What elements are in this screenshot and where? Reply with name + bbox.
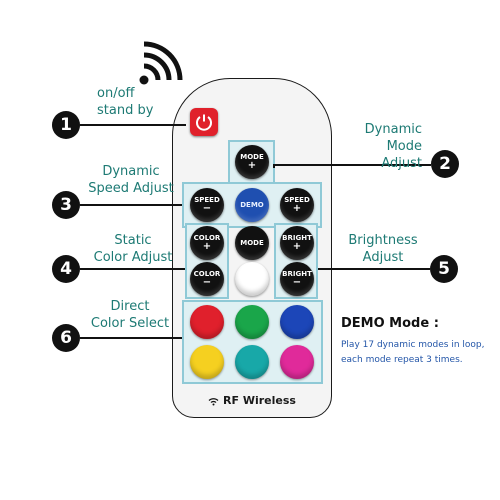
callout-label-6: Direct Color Select: [80, 298, 180, 332]
red-color-button[interactable]: [190, 305, 224, 339]
white-color-button[interactable]: [235, 262, 269, 296]
callout-line-5: [318, 268, 430, 270]
button-label: BRIGHT: [282, 234, 312, 242]
label-line: Dynamic: [364, 122, 422, 137]
green-color-button[interactable]: [235, 305, 269, 339]
button-symbol: +: [292, 203, 302, 214]
button-label: SPEED: [194, 196, 220, 204]
label-line: Color Select: [90, 316, 170, 331]
color-plus-button[interactable]: COLOR +: [190, 226, 224, 260]
mode-plus-button[interactable]: MODE +: [235, 145, 269, 179]
label-line: Static: [114, 233, 152, 248]
demo-mode-title: DEMO Mode :: [341, 316, 439, 331]
teal-color-button[interactable]: [235, 345, 269, 379]
callout-badge-5: 5: [430, 255, 458, 283]
label-line: Mode Adjust: [381, 139, 422, 171]
button-symbol: +: [292, 241, 302, 252]
demo-button[interactable]: DEMO: [235, 188, 269, 222]
label-line: Dynamic: [102, 164, 160, 179]
wifi-signal-icon: [139, 41, 183, 85]
button-label: BRIGHT: [282, 270, 312, 278]
callout-label-2: Dynamic Mode Adjust: [342, 121, 422, 172]
callout-line-3: [80, 204, 182, 206]
power-button[interactable]: [190, 108, 218, 136]
desc-line: each mode repeat 3 times.: [341, 355, 463, 365]
callout-badge-3: 3: [52, 191, 80, 219]
callout-label-4: Static Color Adjust: [80, 232, 186, 266]
button-symbol: +: [202, 241, 212, 252]
callout-vline-2: [273, 164, 275, 168]
label-line: Brightness: [348, 233, 418, 248]
magenta-color-button[interactable]: [280, 345, 314, 379]
desc-line: Play 17 dynamic modes in loop,: [341, 340, 485, 350]
button-label: COLOR: [193, 234, 221, 242]
button-label: COLOR: [193, 270, 221, 278]
mode-button[interactable]: MODE: [235, 226, 269, 260]
button-symbol: +: [247, 160, 257, 171]
callout-line-6: [80, 337, 182, 339]
button-symbol: −: [202, 203, 212, 214]
button-label: MODE: [240, 239, 264, 247]
label-line: Color Adjust: [93, 250, 173, 265]
label-line: Direct: [110, 299, 150, 314]
wifi-icon: [208, 397, 219, 405]
button-label: MODE: [240, 153, 264, 161]
callout-line-1: [80, 124, 186, 126]
label-line: on/off: [97, 86, 135, 101]
callout-line-4: [80, 268, 185, 270]
blue-color-button[interactable]: [280, 305, 314, 339]
rf-wireless-text: RF Wireless: [223, 394, 296, 407]
button-symbol: −: [292, 277, 302, 288]
callout-badge-1: 1: [52, 111, 80, 139]
button-label: SPEED: [284, 196, 310, 204]
speed-minus-button[interactable]: SPEED −: [190, 188, 224, 222]
label-line: Speed Adjust: [88, 181, 174, 196]
button-symbol: −: [202, 277, 212, 288]
button-label: DEMO: [240, 201, 264, 209]
demo-mode-description: Play 17 dynamic modes in loop, each mode…: [341, 338, 500, 368]
speed-plus-button[interactable]: SPEED +: [280, 188, 314, 222]
callout-label-1: on/off stand by: [97, 85, 153, 119]
color-minus-button[interactable]: COLOR −: [190, 262, 224, 296]
callout-badge-6: 6: [52, 324, 80, 352]
yellow-color-button[interactable]: [190, 345, 224, 379]
callout-label-5: Brightness Adjust: [338, 232, 428, 266]
label-line: stand by: [97, 103, 154, 118]
callout-line-2: [273, 164, 431, 166]
callout-badge-4: 4: [52, 255, 80, 283]
bright-plus-button[interactable]: BRIGHT +: [280, 226, 314, 260]
rf-wireless-label: RF Wireless: [172, 394, 332, 407]
power-icon: [196, 114, 212, 131]
callout-label-3: Dynamic Speed Adjust: [80, 163, 182, 197]
label-line: Adjust: [362, 250, 404, 265]
callout-badge-2: 2: [431, 150, 459, 178]
bright-minus-button[interactable]: BRIGHT −: [280, 262, 314, 296]
